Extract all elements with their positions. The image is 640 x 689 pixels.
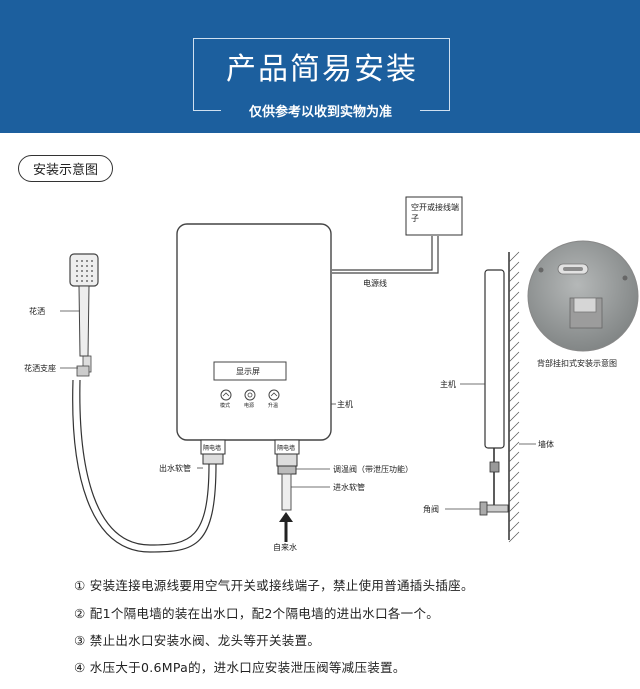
main-unit-label: 主机 bbox=[337, 400, 353, 409]
outlet-hose bbox=[72, 379, 217, 553]
outlet-barrier-label: 隔电墙 bbox=[203, 445, 222, 452]
power-button-icon bbox=[244, 389, 256, 401]
display-label: 显示屏 bbox=[236, 367, 260, 376]
note-4: ④ 水压大于0.6MPa的，进水口应安装泄压阀等减压装置。 bbox=[74, 660, 406, 675]
shower-nozzles bbox=[76, 260, 93, 282]
valve-label: 调温阀（带泄压功能） bbox=[333, 465, 413, 474]
shower-head bbox=[69, 253, 99, 287]
temperature-valve bbox=[277, 465, 297, 475]
side-main-unit-label: 主机 bbox=[440, 380, 456, 389]
angle-valve-label: 角阀 bbox=[423, 505, 439, 514]
section-title: 安装示意图 bbox=[18, 155, 114, 182]
shower-handle bbox=[78, 285, 90, 357]
heater-side-view bbox=[484, 269, 505, 449]
power-button-label: 电源 bbox=[244, 403, 255, 409]
mode-button-icon bbox=[220, 389, 232, 401]
banner-frame-edge-right bbox=[420, 110, 449, 111]
mount-bracket-photo bbox=[527, 240, 639, 352]
note-3: ③ 禁止出水口安装水阀、龙头等开关装置。 bbox=[74, 633, 321, 648]
side-temp-valve bbox=[489, 461, 500, 473]
inlet-barrier-label: 隔电墙 bbox=[277, 445, 296, 452]
shower-label: 花洒 bbox=[29, 307, 45, 316]
angle-valve-icon bbox=[485, 504, 509, 513]
outlet-hose-label: 出水软管 bbox=[159, 464, 191, 473]
banner-frame-edge-left bbox=[193, 110, 221, 111]
inlet-hose-label: 进水软管 bbox=[333, 483, 365, 492]
inlet-hose bbox=[281, 473, 292, 511]
wall-hatch bbox=[508, 251, 520, 543]
wall-label: 墙体 bbox=[538, 440, 554, 449]
mode-button-label: 模式 bbox=[220, 403, 231, 409]
tap-water-label: 自来水 bbox=[273, 543, 297, 552]
shower-holder-label: 花洒支座 bbox=[24, 364, 56, 373]
breaker-box bbox=[405, 196, 463, 236]
note-2: ② 配1个隔电墙的装在出水口，配2个隔电墙的进出水口各一个。 bbox=[74, 606, 440, 621]
banner-frame bbox=[193, 38, 450, 111]
temp-up-button-label: 升温 bbox=[268, 403, 279, 409]
mount-diagram-label: 背部挂扣式安装示意图 bbox=[537, 359, 617, 368]
banner-subtitle: 仅供参考以收到实物为准 bbox=[248, 105, 392, 120]
display-screen bbox=[213, 361, 287, 381]
breaker-label: 空开或接线端子 bbox=[411, 203, 459, 223]
heater-unit bbox=[176, 223, 332, 441]
power-line bbox=[332, 236, 439, 274]
temp-up-button-icon bbox=[268, 389, 280, 401]
header-banner bbox=[0, 0, 640, 133]
tap-water-arrow bbox=[279, 512, 293, 522]
power-line-label: 电源线 bbox=[363, 279, 387, 288]
note-1: ① 安装连接电源线要用空气开关或接线端子，禁止使用普通插头插座。 bbox=[74, 578, 474, 593]
banner-title: 产品简易安装 bbox=[226, 52, 418, 87]
